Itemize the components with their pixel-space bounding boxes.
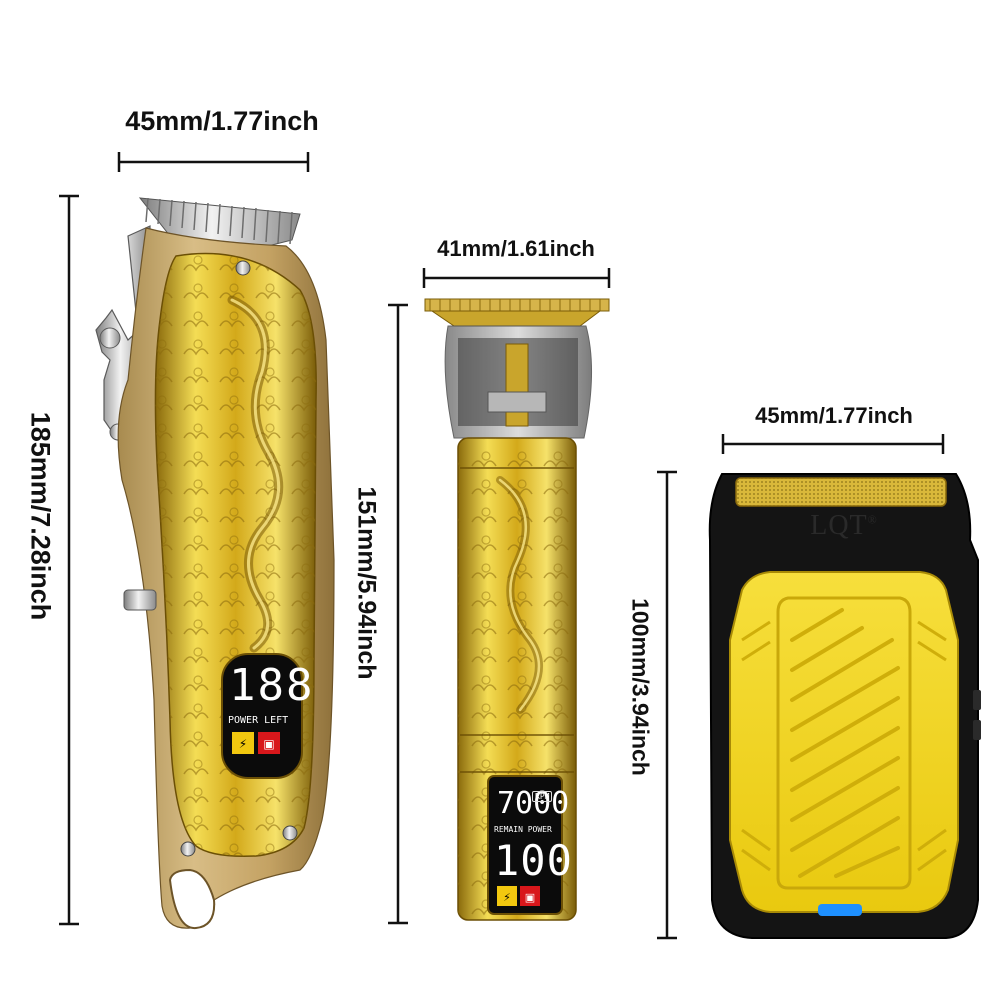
clipper-height-line (59, 194, 79, 926)
shaver-width-line (721, 434, 945, 454)
clipper-display-digits: 188 (229, 660, 315, 711)
clipper-width-label: 45mm/1.77inch (125, 106, 319, 136)
shaver-width-label: 45mm/1.77inch (755, 403, 913, 428)
trimmer-rpm-label: RPM (532, 791, 553, 802)
clipper-height-label: 185mm/7.28inch (25, 411, 56, 621)
trimmer-display-digits: 100 (494, 836, 573, 885)
trimmer-display-label: REMAIN POWER (494, 825, 552, 834)
foil-shaver (708, 473, 981, 939)
shaver-height-label: 100mm/3.94inch (627, 598, 654, 776)
trimmer-width-label: 41mm/1.61inch (437, 236, 595, 261)
clipper-display-label: POWER LEFT (228, 715, 289, 726)
charge-indicator (818, 904, 862, 916)
t-blade-trimmer: ⚡ ▣ (424, 298, 610, 921)
trimmer-height-label: 151mm/5.94inch (352, 486, 381, 680)
svg-text:▣: ▣ (263, 737, 274, 751)
trimmer-lcd-display (487, 775, 563, 915)
svg-text:⚡: ⚡ (239, 737, 247, 751)
hair-clipper: ⚡ ▣ (95, 197, 335, 930)
registered-mark: ® (867, 512, 878, 527)
svg-text:⚡: ⚡ (503, 891, 511, 904)
clipper-width-line (117, 152, 310, 172)
shaver-brand-logo: LQT® (810, 510, 878, 542)
svg-text:▣: ▣ (525, 891, 535, 904)
shaver-height-line (657, 470, 677, 940)
trimmer-height-line (388, 303, 408, 925)
brand-name: LQT (810, 510, 868, 541)
trimmer-width-line (422, 268, 611, 288)
